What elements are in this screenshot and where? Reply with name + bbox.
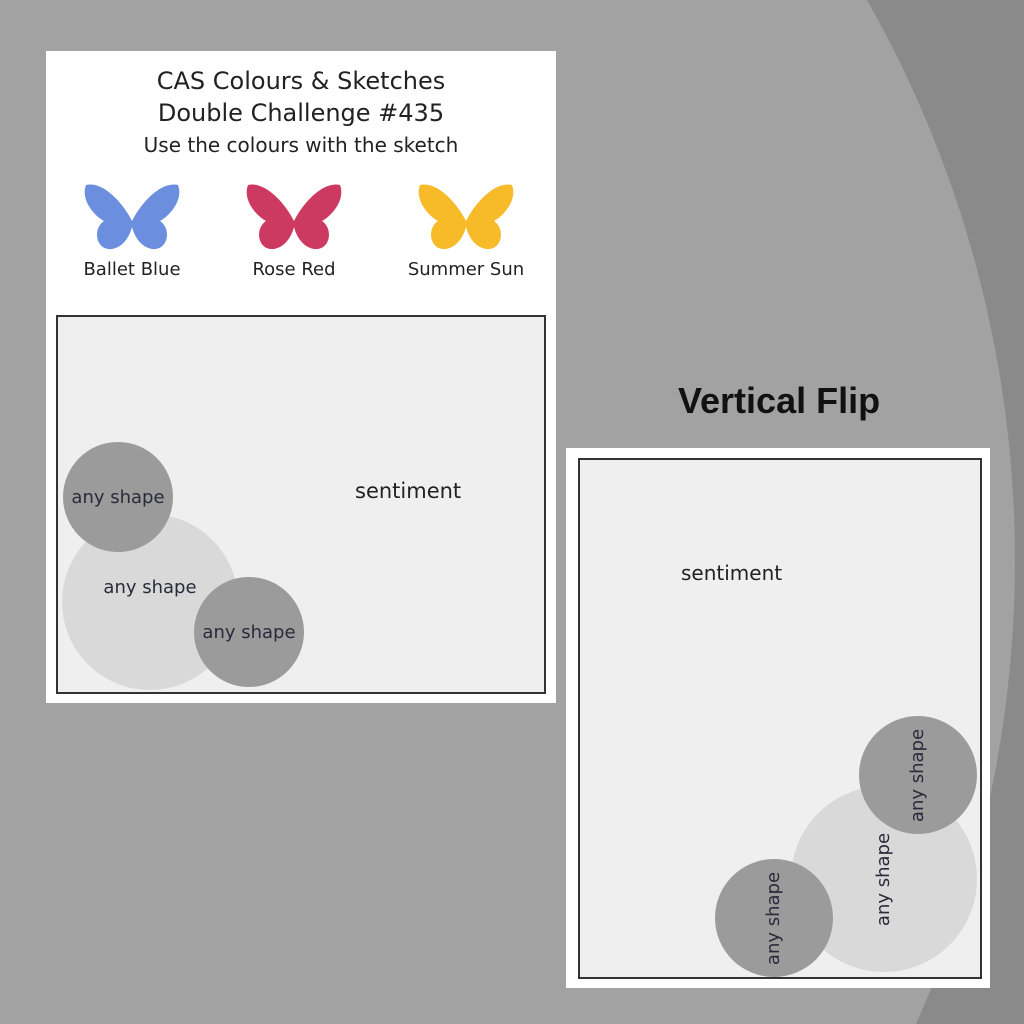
shape-small-bottom: any shape [715,859,833,977]
colour-label: Summer Sun [407,259,525,280]
butterfly-icon [418,184,514,250]
butterfly-icon [84,184,180,250]
colour-label: Rose Red [252,259,336,280]
butterfly-icon [246,184,342,250]
colour-label: Ballet Blue [83,259,181,280]
shape-label: any shape [202,621,296,643]
shape-small-bottom: any shape [194,577,304,687]
sentiment-label: sentiment [681,561,783,585]
shape-label: any shape [907,728,929,822]
flipped-sketch: sentiment any shape any shape any shape [578,458,982,979]
shape-label: any shape [763,871,785,965]
colour-rose-red: Rose Red [224,181,364,280]
shape-label: any shape [103,576,197,598]
sentiment-label: sentiment [355,479,462,503]
shape-label: any shape [71,486,165,508]
colour-summer-sun: Summer Sun [396,181,536,280]
original-sketch: any shape any shape any shape sentiment [56,315,546,694]
flip-heading: Vertical Flip [678,380,881,421]
challenge-subtitle: Use the colours with the sketch [143,133,459,157]
shape-label: any shape [873,832,895,926]
challenge-title-line1: CAS Colours & Sketches [156,67,446,95]
challenge-title-line2: Double Challenge #435 [157,99,445,127]
shape-small-top: any shape [63,442,173,552]
shape-small-top: any shape [859,716,977,834]
colour-ballet-blue: Ballet Blue [62,181,202,280]
